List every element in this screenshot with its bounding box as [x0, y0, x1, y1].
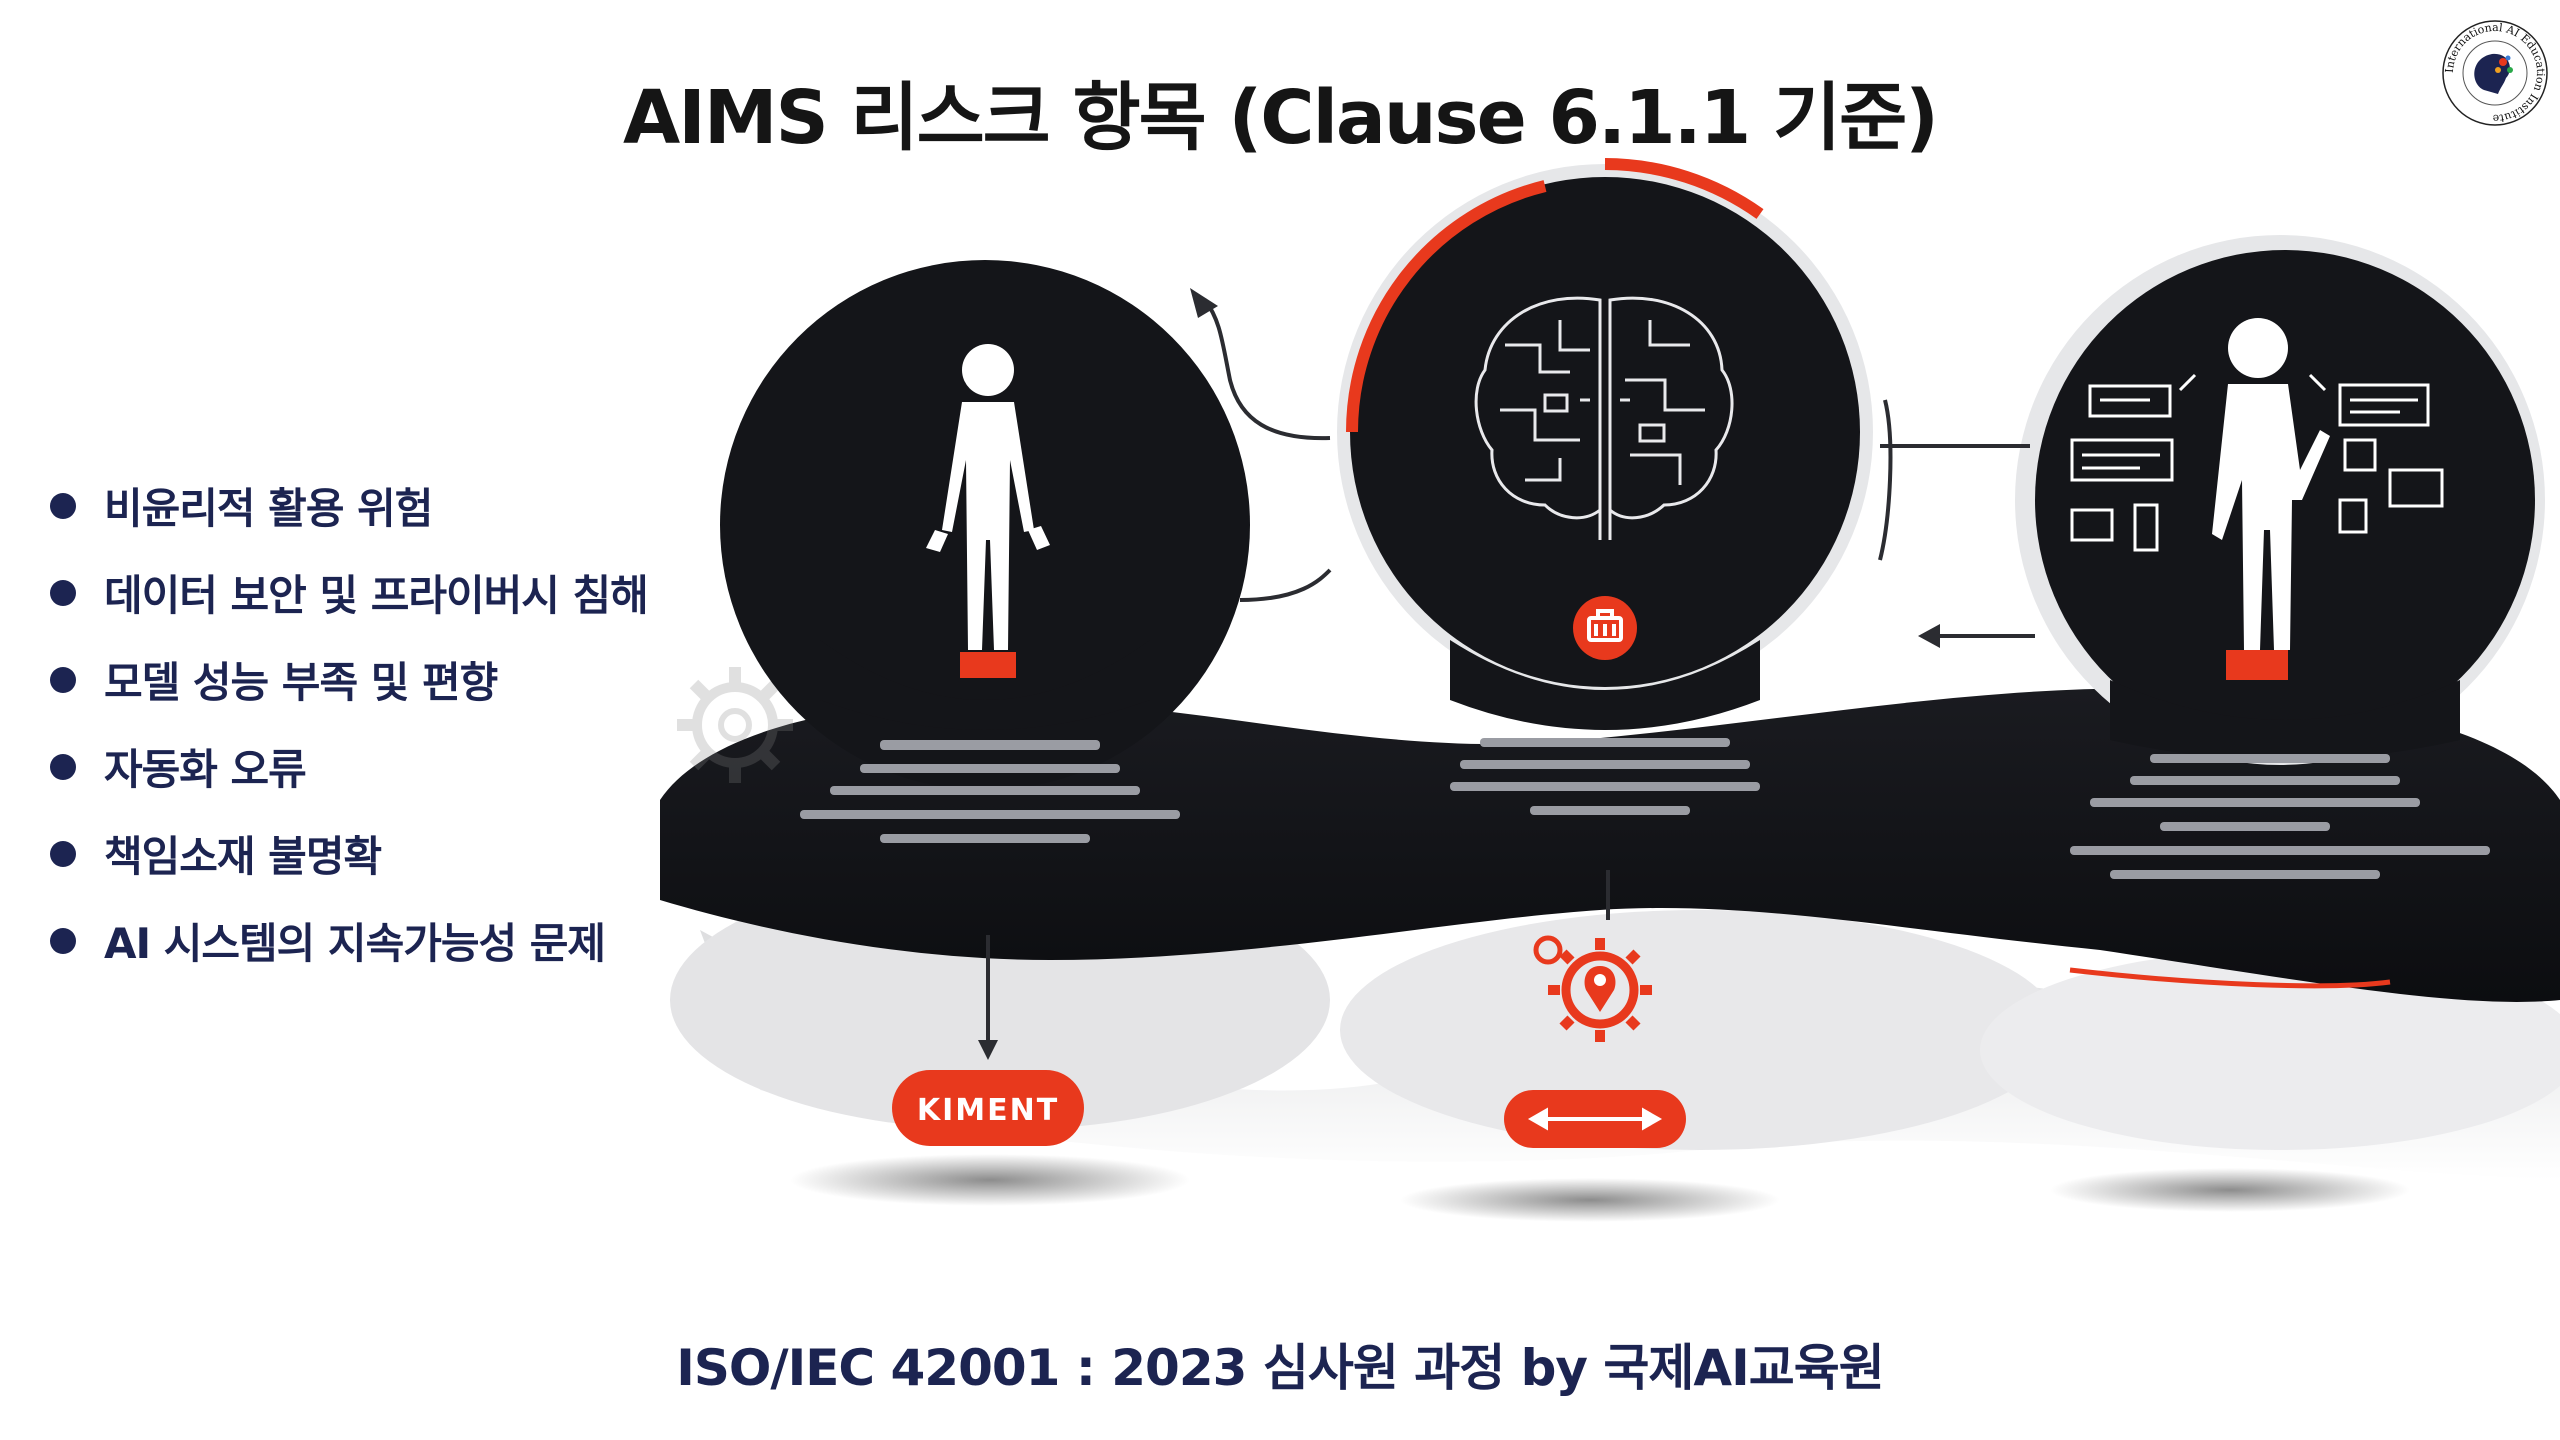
- risk-list: 비윤리적 활용 위험 데이터 보안 및 프라이버시 침해 모델 성능 부족 및 …: [50, 462, 649, 984]
- bullet-icon: [50, 753, 76, 780]
- shadow: [1400, 1178, 1780, 1222]
- location-gear-icon: [1548, 938, 1652, 1042]
- shadow: [790, 1154, 1190, 1206]
- accent-stroke: [2069, 967, 2391, 989]
- kiment-label: KIMENT: [917, 1093, 1059, 1128]
- brain-circuit-icon: [1474, 296, 1734, 540]
- gear-small-icon: [1533, 935, 1563, 965]
- gear-icon: [677, 667, 793, 783]
- risk-item: AI 시스템의 지속가능성 문제: [50, 897, 648, 984]
- risk-item: 책임소재 불명확: [50, 810, 648, 897]
- caption-lines: [1450, 738, 1760, 815]
- arrow-head: [978, 1040, 998, 1060]
- gray-swoosh: [1980, 950, 2560, 1150]
- risk-item: 모델 성능 부족 및 편향: [50, 636, 648, 723]
- institute-logo: International AI Education Institute: [2442, 20, 2548, 126]
- bullet-icon: [50, 840, 76, 867]
- bullet-icon: [50, 492, 76, 519]
- person-icon: [926, 344, 1050, 650]
- risk-item: 데이터 보안 및 프라이버시 침해: [50, 549, 649, 636]
- toolbox-icon: [1587, 609, 1623, 642]
- double-arrow-icon: [1527, 1107, 1663, 1131]
- bullet-icon: [50, 579, 76, 606]
- arrow-head: [1918, 624, 1940, 648]
- pedestal: [960, 652, 1016, 678]
- document-icons: [2070, 373, 2444, 552]
- risk-item: 비윤리적 활용 위험: [50, 462, 648, 549]
- caption-lines: [800, 740, 1180, 843]
- caption-lines: [2070, 754, 2490, 879]
- bullet-icon: [50, 927, 76, 954]
- arrow-head: [1190, 288, 1218, 318]
- connector-arrows: [986, 298, 2035, 1048]
- kiment-badge: [892, 1070, 1084, 1146]
- dark-ribbon: [660, 688, 2560, 1002]
- risk-item: 자동화 오류: [50, 723, 648, 810]
- gray-swoosh: [1340, 910, 2060, 1150]
- page-title: AIMS 리스크 항목 (Clause 6.1.1 기준): [623, 75, 1939, 161]
- pedestal: [2226, 650, 2288, 680]
- shadow: [2050, 1168, 2410, 1212]
- bullet-icon: [50, 666, 76, 693]
- person-icon: [2212, 318, 2330, 650]
- course-footer: ISO/IEC 42001 : 2023 심사원 과정 by 국제AI교육원: [676, 1339, 1884, 1397]
- ai-brain-circle: [1337, 158, 1873, 730]
